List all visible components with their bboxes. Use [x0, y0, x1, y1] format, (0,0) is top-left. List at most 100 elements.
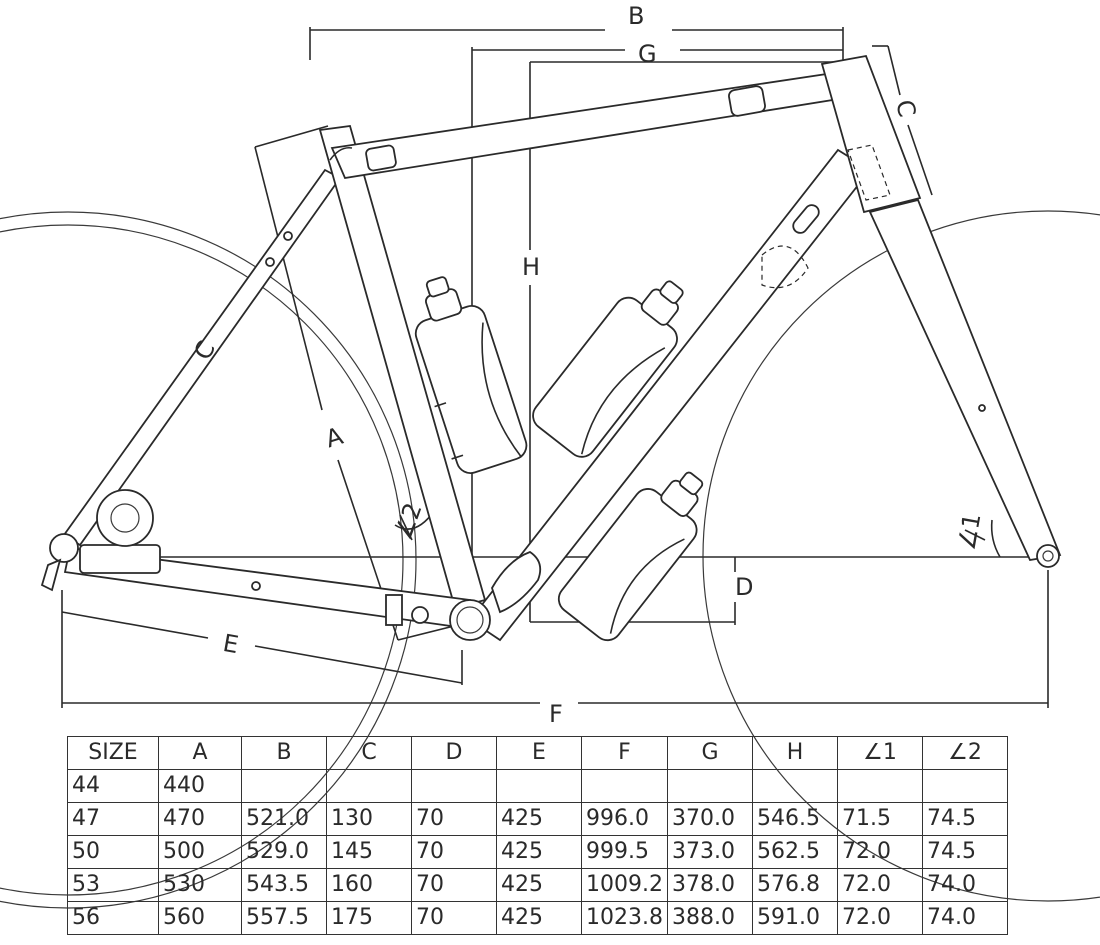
- cell-angle-2: 74.0: [921, 868, 1008, 902]
- water-bottle-lower: [557, 471, 704, 642]
- dimension-d: D: [530, 557, 753, 625]
- cell-angle-2: 74.0: [921, 901, 1008, 935]
- cell-angle-2: [921, 769, 1008, 803]
- cell-b: [241, 769, 327, 803]
- cell-b: 557.5: [241, 901, 327, 935]
- dimension-label-b: B: [628, 2, 644, 30]
- seat-cluster-detail: [329, 146, 353, 161]
- cell-a: 530: [158, 868, 242, 902]
- cell-h: 591.0: [751, 901, 838, 935]
- angle-1-label: ∠1: [952, 511, 986, 552]
- cell-c: 130: [326, 802, 412, 836]
- cable-guide-mid: [728, 85, 766, 117]
- cell-h: [751, 769, 838, 803]
- table-row: 50 500 529.0 145 70 425 999.5 373.0 562.…: [67, 835, 1008, 869]
- bb-shell-detail: [491, 550, 542, 614]
- dimension-c: C: [872, 45, 933, 196]
- cell-angle-1: 72.0: [836, 901, 923, 935]
- dimension-f: F: [61, 570, 1049, 728]
- cell-g: 388.0: [666, 901, 753, 935]
- dimension-a: A: [254, 125, 471, 641]
- cell-angle-1: 71.5: [836, 802, 923, 836]
- cell-size: 50: [67, 835, 159, 869]
- header-e: E: [496, 736, 582, 770]
- head-tube-inner: [847, 144, 891, 201]
- cell-h: 562.5: [751, 835, 838, 869]
- cell-e: 425: [496, 868, 582, 902]
- water-bottle-down-tube: [532, 280, 684, 458]
- bolt-fork: [978, 404, 986, 412]
- cell-h: 576.8: [751, 868, 838, 902]
- angle-2-label: ∠2: [389, 499, 428, 543]
- cell-d: 70: [411, 802, 497, 836]
- cell-h: 546.5: [751, 802, 838, 836]
- header-h: H: [751, 736, 838, 770]
- head-tube: [820, 54, 922, 214]
- down-tube-port: [792, 204, 820, 234]
- cell-angle-1: 72.0: [836, 835, 923, 869]
- cell-g: 370.0: [666, 802, 753, 836]
- table-row: 53 530 543.5 160 70 425 1009.2 378.0 576…: [67, 868, 1008, 902]
- cell-e: 425: [496, 802, 582, 836]
- cell-angle-2: 74.5: [921, 802, 1008, 836]
- cell-c: 175: [326, 901, 412, 935]
- cell-c: 160: [326, 868, 412, 902]
- fork: [868, 198, 1062, 562]
- dimension-label-f: F: [549, 700, 563, 728]
- bottom-bracket: [449, 599, 491, 641]
- dimension-label-e: E: [221, 629, 241, 659]
- cell-f: 999.5: [581, 835, 668, 869]
- cell-a: 470: [158, 802, 242, 836]
- header-a: A: [158, 736, 242, 770]
- dimension-label-d: D: [735, 573, 753, 601]
- cell-angle-1: [836, 769, 923, 803]
- cell-size: 47: [67, 802, 159, 836]
- header-d: D: [411, 736, 497, 770]
- cell-angle-1: 72.0: [836, 868, 923, 902]
- header-angle-1: ∠1: [836, 736, 923, 770]
- cell-b: 521.0: [241, 802, 327, 836]
- header-g: G: [666, 736, 753, 770]
- cell-angle-2: 74.5: [921, 835, 1008, 869]
- cell-b: 529.0: [241, 835, 327, 869]
- cell-size: 44: [67, 769, 159, 803]
- dimension-b: B: [309, 2, 844, 60]
- header-c: C: [326, 736, 412, 770]
- cell-d: [411, 769, 497, 803]
- cell-a: 440: [158, 769, 242, 803]
- header-angle-2: ∠2: [921, 736, 1008, 770]
- cell-e: 425: [496, 901, 582, 935]
- cell-g: 378.0: [666, 868, 753, 902]
- geometry-table: SIZE A B C D E F G H ∠1 ∠2 44 440: [67, 736, 1008, 935]
- table-row: 56 560 557.5 175 70 425 1023.8 388.0 591…: [67, 901, 1008, 935]
- header-b: B: [241, 736, 327, 770]
- cell-b: 543.5: [241, 868, 327, 902]
- cell-d: 70: [411, 901, 497, 935]
- angle-1-marker: [964, 519, 1001, 558]
- cell-e: [496, 769, 582, 803]
- cell-d: 70: [411, 868, 497, 902]
- cell-size: 56: [67, 901, 159, 935]
- table-row: 47 470 521.0 130 70 425 996.0 370.0 546.…: [67, 802, 1008, 836]
- cell-e: 425: [496, 835, 582, 869]
- front-wheel: [702, 210, 1100, 902]
- cable-guide-top: [365, 144, 397, 172]
- header-size: SIZE: [67, 736, 159, 770]
- table-row: 44 440: [67, 769, 1008, 803]
- dimension-label-c: C: [890, 97, 921, 119]
- cell-f: 1009.2: [581, 868, 668, 902]
- cell-g: [666, 769, 753, 803]
- dimension-label-g: G: [638, 40, 657, 68]
- dimension-e: E: [61, 611, 463, 685]
- rear-derailleur: [40, 489, 161, 592]
- header-f: F: [581, 736, 668, 770]
- chainstay-bridge: [385, 594, 403, 626]
- water-bottle-seat-tube: [414, 276, 528, 474]
- cell-c: 145: [326, 835, 412, 869]
- cell-f: [581, 769, 668, 803]
- dimension-label-h: H: [522, 253, 540, 281]
- down-tube-window: [761, 245, 809, 289]
- cell-a: 560: [158, 901, 242, 935]
- top-tube: [330, 70, 847, 179]
